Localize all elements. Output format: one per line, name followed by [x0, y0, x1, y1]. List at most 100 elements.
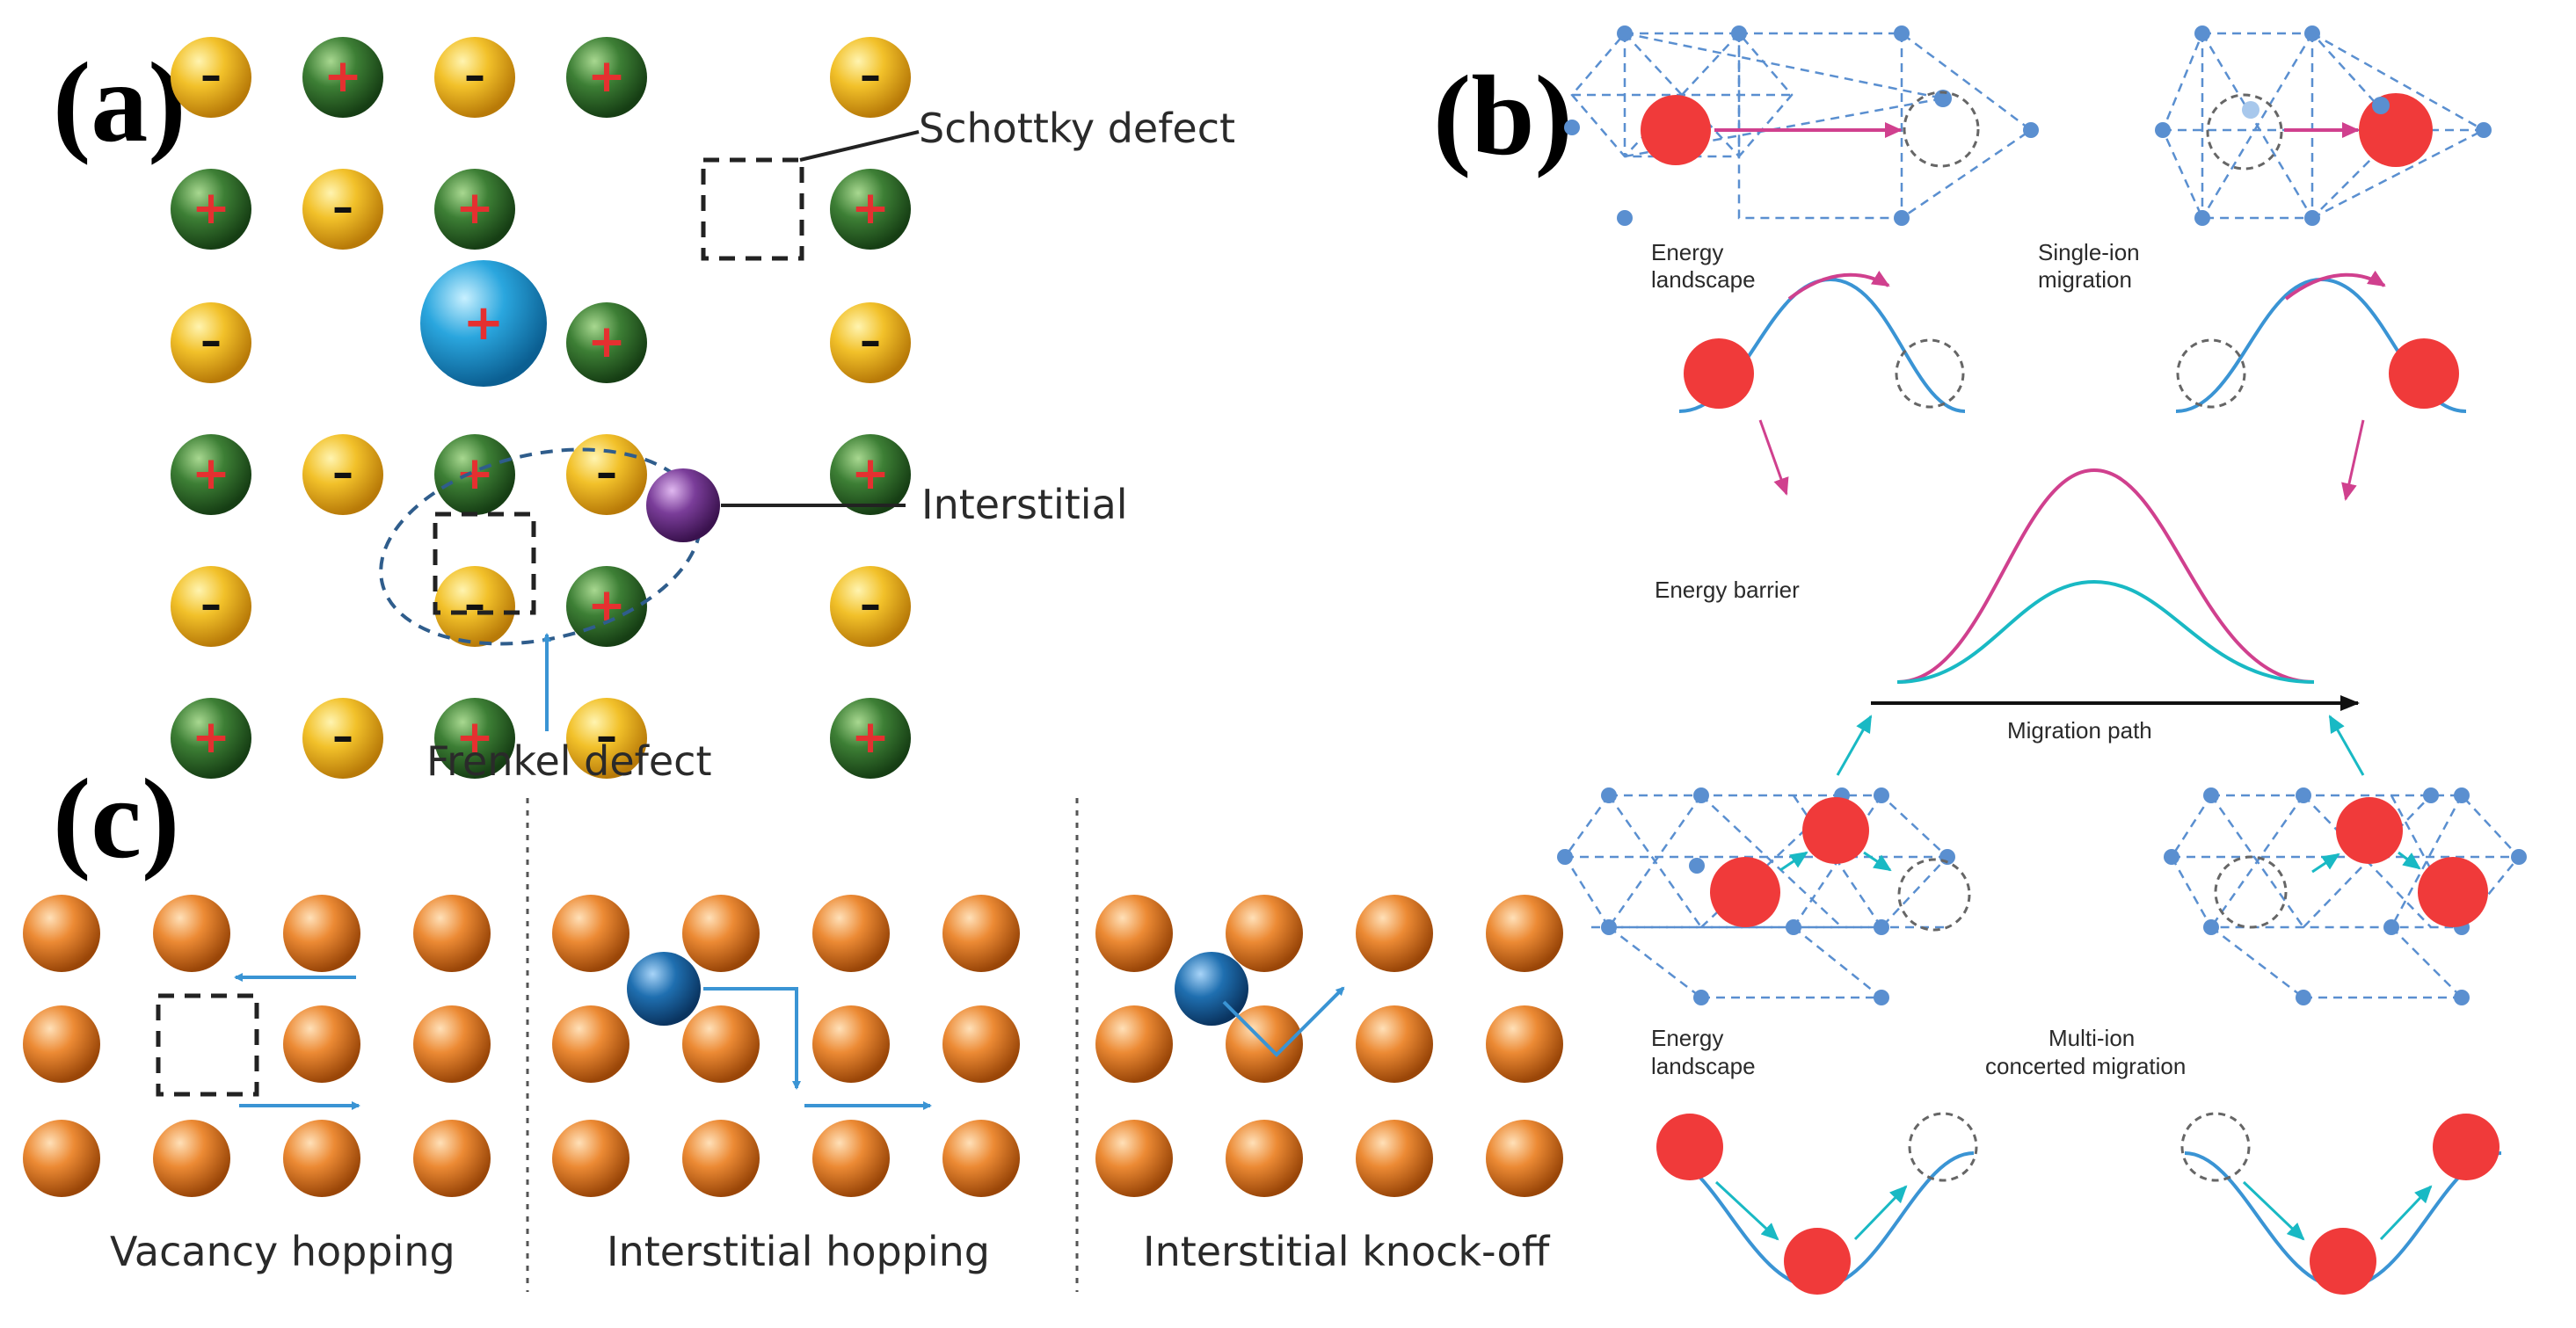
energy-landscape-bottom-line1: Energy [1651, 1025, 1723, 1051]
multi-ion-b [1710, 857, 1780, 927]
host-ion [942, 1005, 1020, 1083]
schottky-pointer [799, 130, 920, 162]
cation-ion: + [566, 566, 647, 647]
empty-site-origin [2206, 93, 2283, 171]
panel-a-label: (a) [53, 40, 186, 166]
lattice-top-right [2161, 32, 2485, 220]
host-ion [23, 895, 100, 972]
barrier-multi-ion [1896, 579, 2315, 684]
host-ion [812, 1005, 890, 1083]
multi-ion-line2: concerted migration [1985, 1053, 2186, 1079]
charge-sign: + [455, 711, 494, 764]
cation-ion: + [434, 434, 515, 515]
top-node-on-ion [2372, 97, 2390, 114]
charge-sign: + [192, 447, 230, 500]
multi-well-arrow-4 [2379, 1185, 2433, 1241]
host-ion [1095, 1120, 1173, 1197]
frenkel-ellipse [379, 447, 702, 646]
barrier-single-ion [1896, 468, 2315, 684]
schottky-vacancy [701, 157, 804, 261]
charge-sign: + [455, 447, 494, 500]
anion-ion: – [566, 698, 647, 779]
multi-ion-a [1802, 797, 1869, 864]
hop-arrow-right [2284, 270, 2386, 301]
single-ion-line2: migration [2038, 266, 2132, 293]
multi-empty-site [1897, 858, 1971, 932]
panel-a: (a) –+–+–+–++––+–+–+–+––+–+–+–++ Schottk… [53, 37, 1235, 785]
panel-b: (b) [1433, 25, 2527, 1295]
cation-ion: + [830, 698, 911, 779]
cation-ion: + [830, 169, 911, 250]
anion-ion: – [830, 566, 911, 647]
host-ion [1486, 1005, 1563, 1083]
multi-empty-site-right [2214, 855, 2288, 929]
host-ion [23, 1120, 100, 1197]
host-ion [682, 1005, 760, 1083]
well-ion-right [2389, 338, 2459, 409]
charge-sign: – [200, 316, 222, 366]
anion-ion: – [830, 37, 911, 118]
cation-ion: + [171, 434, 251, 515]
multi-ion-line1: Multi-ion [2048, 1025, 2135, 1051]
lattice-top-right-nodes [2155, 25, 2492, 226]
cation-ion: + [830, 434, 911, 515]
knockoff-label: Interstitial knock-off [1143, 1228, 1551, 1275]
anion-ion: – [434, 566, 515, 647]
multi-well-empty-left [1908, 1112, 1978, 1182]
cation-ion: + [171, 698, 251, 779]
anion-ion: – [566, 434, 647, 515]
energy-barrier-label: Energy barrier [1655, 577, 1800, 603]
panel-c: (c) Vacancy hopping Interstitial hopping… [23, 756, 1563, 1292]
charge-sign: – [596, 712, 617, 761]
ghost-node [2242, 101, 2259, 119]
host-ion [552, 1120, 629, 1197]
cation-ion: + [434, 169, 515, 250]
host-ion [552, 895, 629, 972]
anion-ion: – [171, 37, 251, 118]
charge-sign: – [860, 580, 881, 629]
int-hopping-label: Interstitial hopping [607, 1228, 990, 1275]
host-ion [413, 895, 491, 972]
charge-sign: + [851, 447, 890, 500]
anion-ion: – [302, 169, 383, 250]
multi-well-ion-bottom-left [1784, 1228, 1851, 1295]
flow-arrow-right [2341, 419, 2365, 501]
host-ion [1356, 895, 1433, 972]
cation-ion: + [171, 169, 251, 250]
anion-ion: – [434, 37, 515, 118]
schottky-label: Schottky defect [919, 105, 1235, 152]
migration-path-label: Migration path [2007, 717, 2152, 744]
lattice-bottom-left-nodes [1557, 787, 1955, 1005]
ionic-lattice: –+–+–+–++––+–+–+–+––+–+–+–++ [171, 37, 911, 779]
anion-ion: – [302, 698, 383, 779]
anion-ion: – [302, 434, 383, 515]
orange-lattices [23, 895, 1563, 1197]
vacancy-label: Vacancy hopping [110, 1228, 455, 1275]
well-empty-left [1895, 338, 1965, 409]
multi-ion-d [2418, 857, 2488, 927]
charge-sign: + [587, 316, 626, 368]
charge-sign: – [200, 580, 222, 629]
charge-sign: – [596, 448, 617, 497]
charge-sign: + [851, 182, 890, 235]
multi-well-empty-right [2180, 1112, 2251, 1182]
vacancy-square [156, 993, 259, 1097]
multi-well-arrow-2 [1853, 1185, 1908, 1241]
charge-sign: – [200, 51, 222, 100]
host-ion [283, 1005, 360, 1083]
knockoff-path [1222, 986, 1345, 1057]
charge-sign: + [192, 182, 230, 235]
host-ion [413, 1005, 491, 1083]
charge-sign: + [324, 50, 362, 103]
host-ion [812, 1120, 890, 1197]
interstitial-atom [646, 468, 720, 542]
host-ion [1226, 895, 1303, 972]
energy-landscape-top-line2: landscape [1651, 266, 1756, 293]
cation-ion: + [434, 698, 515, 779]
host-ion [153, 1120, 230, 1197]
charge-sign: – [332, 183, 353, 232]
cyan-arrow-up-left [1836, 715, 1873, 776]
energy-landscape-bottom-line2: landscape [1651, 1053, 1756, 1079]
host-ion [23, 1005, 100, 1083]
